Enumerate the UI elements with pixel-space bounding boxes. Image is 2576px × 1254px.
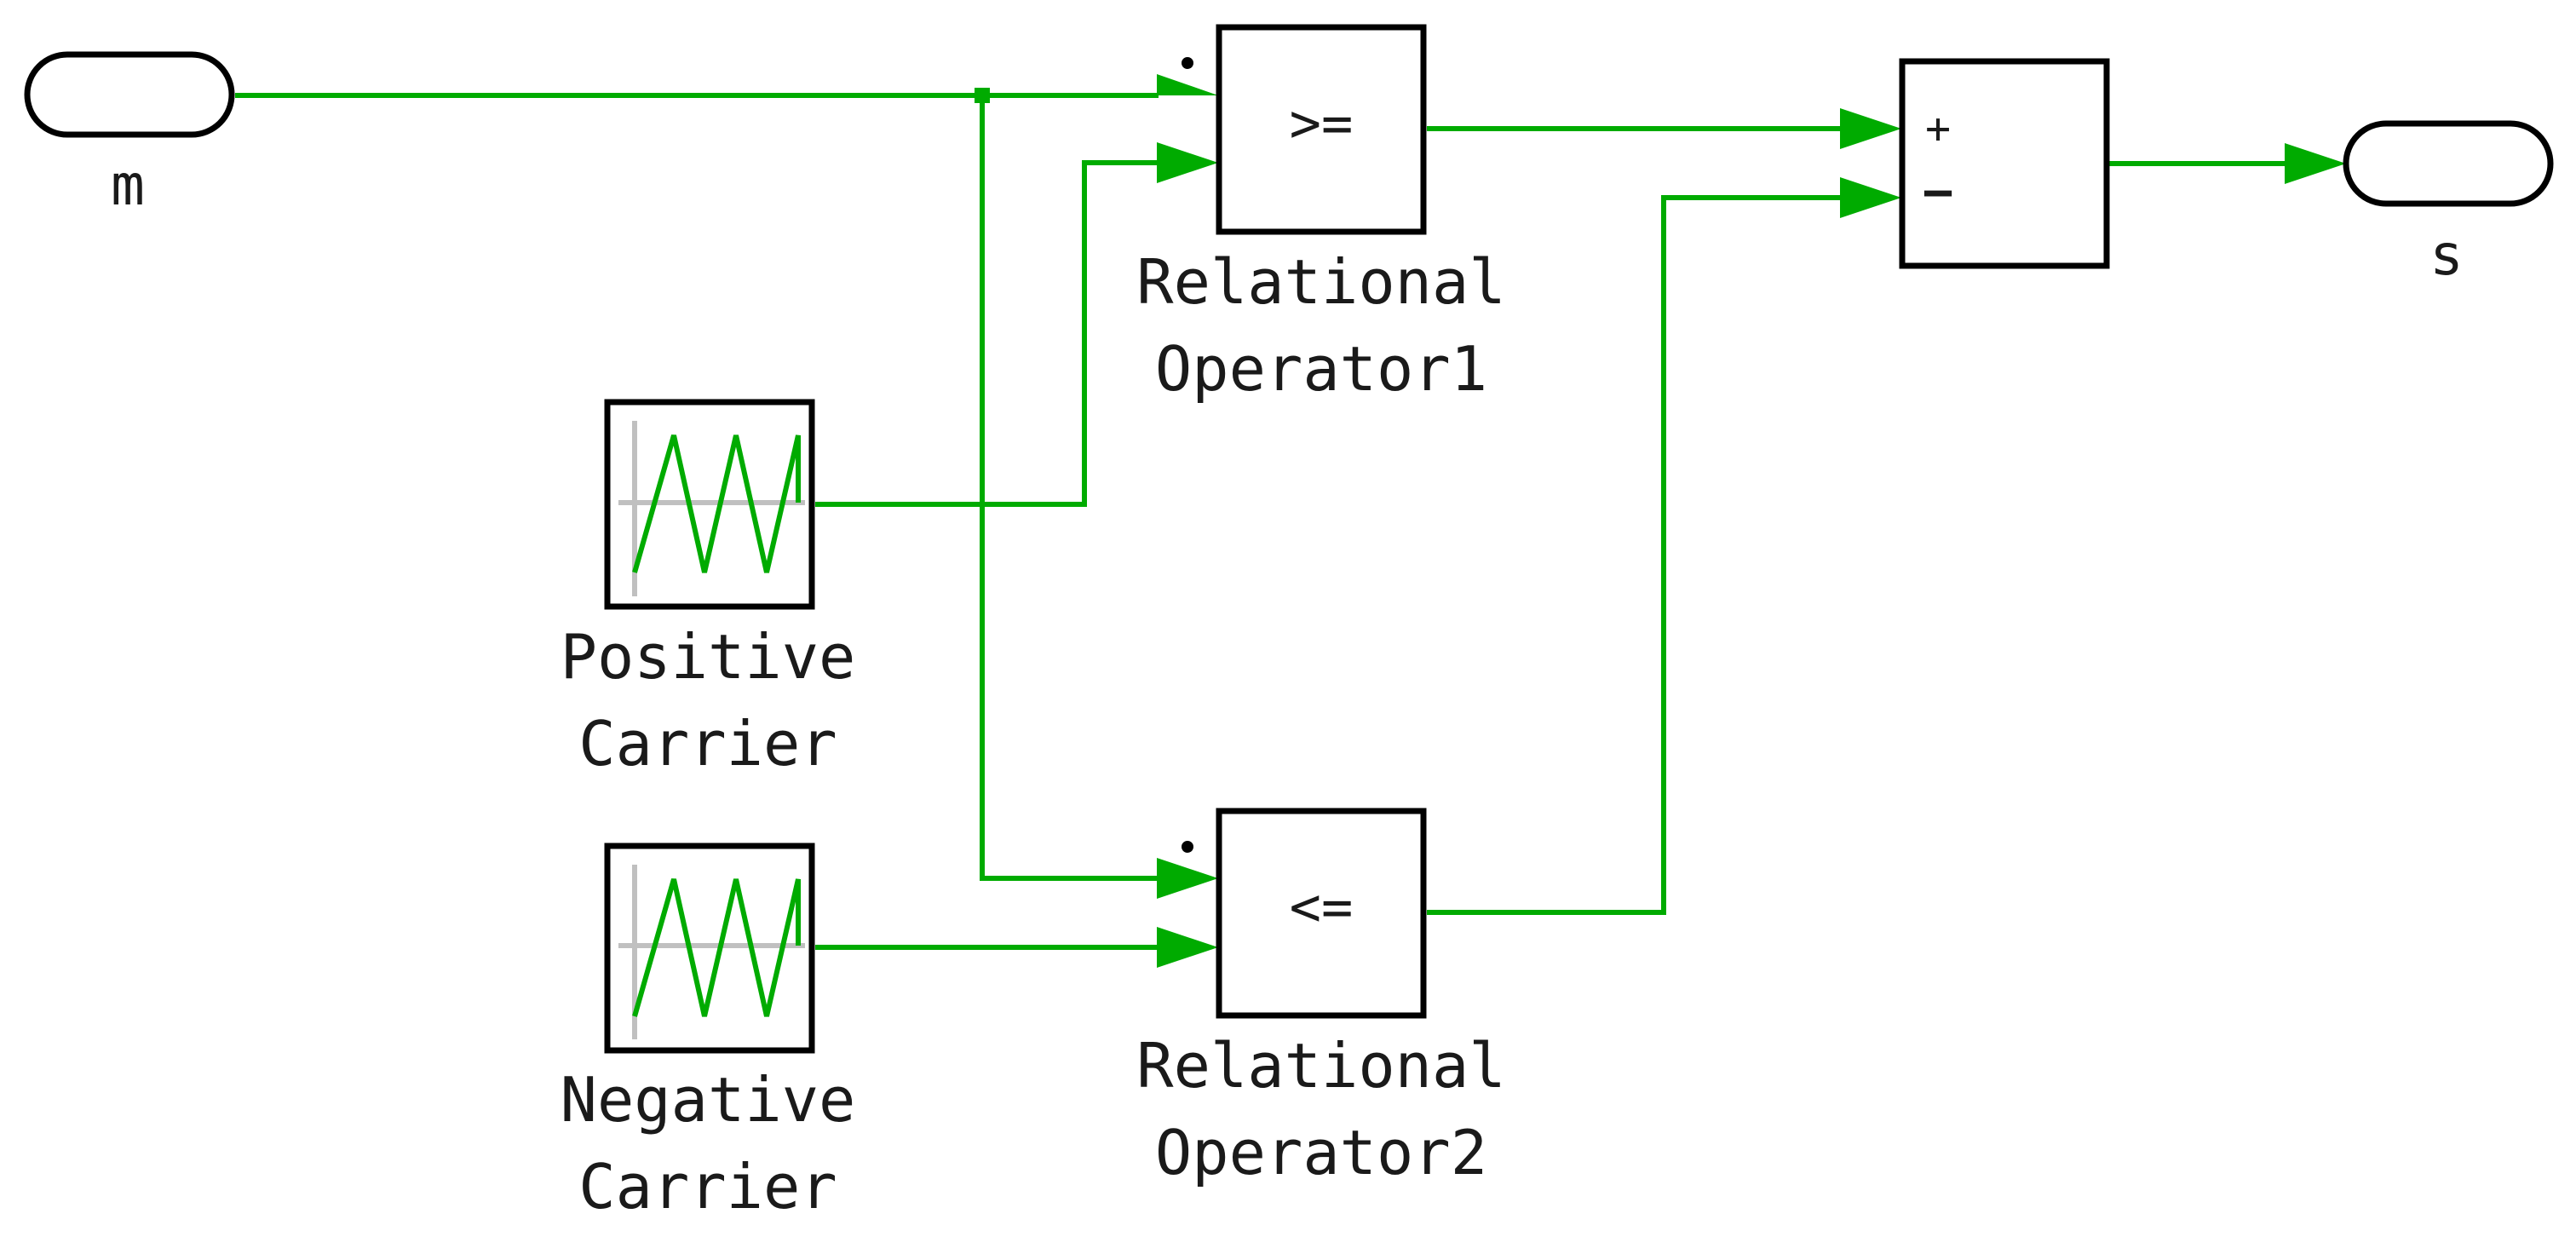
relational-operator2-label-line1: Relational xyxy=(1136,1030,1505,1102)
relational-operator1-label-line2: Operator1 xyxy=(1155,333,1487,405)
input-port-m-shape[interactable] xyxy=(24,51,235,138)
relational-operator1-label-line1: Relational xyxy=(1136,246,1505,318)
output-port-s-label: s xyxy=(2429,222,2464,288)
relational-operator2-label-line2: Operator2 xyxy=(1155,1117,1487,1188)
arrowhead-sum-in2 xyxy=(1840,177,1901,218)
signal-lines xyxy=(235,93,2291,950)
arrowhead-relop1-in2 xyxy=(1157,142,1218,183)
negative-carrier-label-line2: Carrier xyxy=(578,1151,837,1222)
arrowhead-sum-in1 xyxy=(1840,108,1901,149)
relational-operator2-block[interactable]: <= Relational Operator2 xyxy=(1136,808,1506,1188)
relational-operator1-block[interactable]: >= Relational Operator1 xyxy=(1136,24,1506,405)
sum-box[interactable] xyxy=(1899,58,2110,269)
relational-operator2-box[interactable] xyxy=(1216,808,1427,1019)
port-order-dot xyxy=(1182,841,1193,853)
negative-carrier-block[interactable]: Negative Carrier xyxy=(561,843,856,1222)
branch-point xyxy=(975,88,990,103)
line-relop2-to-sum[interactable] xyxy=(1427,195,1843,915)
sum-sign-plus: + xyxy=(1925,104,1951,153)
relational-operator1-box[interactable] xyxy=(1216,24,1427,235)
triangle-wave-icon xyxy=(618,421,805,596)
relational-operator2-symbol: <= xyxy=(1290,876,1354,938)
triangle-wave-icon xyxy=(618,865,805,1039)
relational-operator1-symbol: >= xyxy=(1290,92,1354,154)
line-m-branch-to-relop2[interactable] xyxy=(980,95,1159,881)
input-port-m[interactable]: m xyxy=(24,51,235,218)
sum-sign-minus: − xyxy=(1923,163,1953,222)
negative-carrier-label-line1: Negative xyxy=(561,1064,856,1136)
sum-block[interactable]: + − xyxy=(1899,58,2110,269)
positive-carrier-block[interactable]: Positive Carrier xyxy=(561,399,856,779)
arrowhead-s-in xyxy=(2285,143,2346,184)
output-port-s-shape[interactable] xyxy=(2343,120,2554,207)
positive-carrier-label-line2: Carrier xyxy=(578,708,837,779)
arrowhead-relop1-in1 xyxy=(1157,74,1218,117)
arrowheads xyxy=(1157,74,2346,968)
positive-carrier-label-line1: Positive xyxy=(561,621,856,693)
arrowhead-relop2-in2 xyxy=(1157,927,1218,968)
arrowhead-relop2-in1 xyxy=(1157,858,1218,899)
input-port-m-label: m xyxy=(111,152,145,218)
line-poscarrier-to-relop1[interactable] xyxy=(815,160,1159,507)
output-port-s[interactable]: s xyxy=(2343,120,2554,288)
port-order-dot xyxy=(1182,57,1193,69)
